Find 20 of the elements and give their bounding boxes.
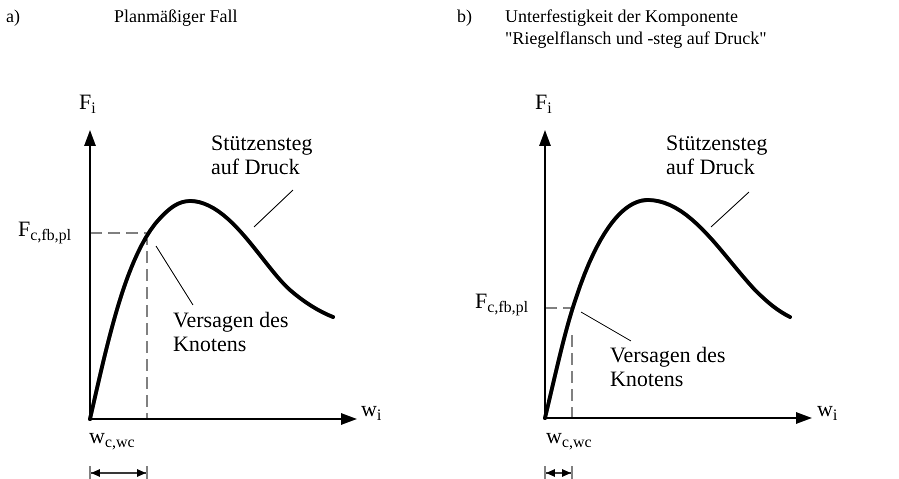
load-deformation-curve bbox=[88, 199, 335, 421]
axis-label: F$_{i}$ bbox=[535, 91, 552, 113]
leader-line bbox=[156, 246, 194, 306]
panel-letter: b) bbox=[457, 5, 472, 27]
leader-line bbox=[580, 312, 632, 342]
leader-line bbox=[254, 190, 294, 228]
callout-text: Stützensteg auf Druck bbox=[666, 131, 768, 179]
load-deformation-curve bbox=[543, 198, 792, 420]
axis-label: w$_{i}$ bbox=[817, 398, 838, 420]
callout-text: Stützensteg auf Druck bbox=[211, 131, 314, 179]
panel-title: Planmäßiger Fall bbox=[114, 5, 238, 27]
axis-tick-label: w$_{c,wc}$ bbox=[546, 425, 592, 447]
axis-tick-label: w$_{c,wc}$ bbox=[89, 425, 135, 447]
panel-letter: a) bbox=[6, 5, 20, 27]
callout-text: Versagen des Knotens bbox=[610, 343, 726, 391]
panel-title: Unterfestigkeit der Komponente "Riegelflansch und -steg auf Druck" bbox=[505, 5, 768, 49]
callout-text: Versagen des Knotens bbox=[173, 308, 290, 356]
axis-label: w$_{i}$ bbox=[361, 398, 382, 420]
axis-label: F$_{i}$ bbox=[79, 91, 96, 113]
leader-line bbox=[710, 192, 750, 228]
